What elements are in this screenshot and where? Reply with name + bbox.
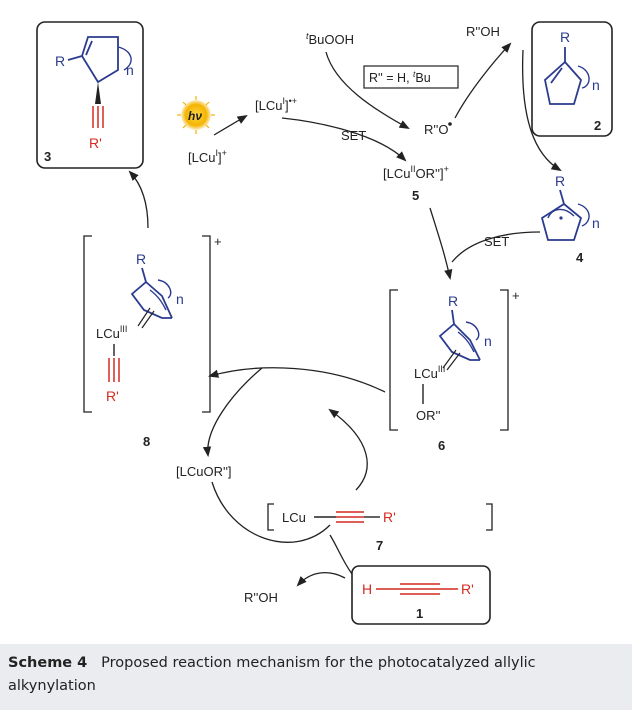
svg-text:R: R bbox=[448, 293, 458, 309]
svg-text:R'' = H, tBu: R'' = H, tBu bbox=[369, 69, 431, 85]
tbuooh-label: tBuOOH bbox=[306, 31, 354, 47]
r-label: R bbox=[55, 53, 65, 69]
svg-text:n: n bbox=[484, 333, 492, 349]
caption-text: Proposed reaction mechanism for the phot… bbox=[8, 655, 536, 694]
compound-number-5: 5 bbox=[412, 188, 419, 203]
n-label: n bbox=[126, 62, 134, 78]
compound-number-6: 6 bbox=[438, 438, 445, 453]
compound-number-7: 7 bbox=[376, 538, 383, 553]
ro-radical-label: R''O bbox=[424, 122, 452, 137]
svg-text:R': R' bbox=[461, 581, 474, 597]
alkene-to-radical-arrow bbox=[521, 49, 562, 172]
compound-number-8: 8 bbox=[143, 434, 150, 449]
hv-light-icon: hν bbox=[177, 96, 215, 134]
svg-text:[LCuI]+: [LCuI]+ bbox=[188, 148, 227, 165]
compound-7: LCu R' 7 bbox=[267, 503, 493, 553]
svg-text:tBuOOH: tBuOOH bbox=[306, 31, 354, 47]
alkyne-entry-arc bbox=[329, 534, 353, 575]
excitation-arrow bbox=[213, 114, 248, 136]
svg-text:n: n bbox=[592, 77, 600, 93]
svg-text:R''O: R''O bbox=[424, 122, 448, 137]
r-prime-label: R' bbox=[89, 135, 102, 151]
tbuooh-to-ro-arrow bbox=[325, 51, 410, 129]
svg-text:[LCuIIOR'']+: [LCuIIOR'']+ bbox=[383, 164, 449, 181]
roh-top-label: R''OH bbox=[466, 24, 500, 39]
svg-text:LCuIII: LCuIII bbox=[414, 364, 445, 381]
roh-release-arrow bbox=[296, 572, 346, 587]
svg-text:R': R' bbox=[383, 509, 396, 525]
compound-number-3: 3 bbox=[44, 149, 51, 164]
svg-text:R: R bbox=[560, 29, 570, 45]
caption-label: Scheme 4 bbox=[8, 655, 88, 671]
svg-text:+: + bbox=[512, 288, 520, 303]
reaction-scheme: R n R' 3 hν [LCuI]+ [LCuI]•+ bbox=[36, 21, 613, 625]
svg-text:H: H bbox=[362, 581, 372, 597]
svg-text:[LCuI]•+: [LCuI]•+ bbox=[255, 96, 297, 113]
compound-number-4: 4 bbox=[576, 250, 584, 265]
intermediate-6: + R n LCuIII OR'' 6 bbox=[389, 288, 520, 453]
lcuor-lower-arc bbox=[211, 481, 331, 543]
lcuor-label: [LCuOR''] bbox=[176, 464, 232, 479]
set-right-label: SET bbox=[484, 234, 509, 249]
lcu-plus-label: [LCuI]+ bbox=[188, 148, 227, 165]
compound-1: H R' 1 bbox=[351, 565, 491, 625]
set-top-label: SET bbox=[341, 128, 366, 143]
transmetalation-arrow bbox=[207, 367, 386, 393]
alkynyl-to-8-arrow bbox=[328, 408, 368, 491]
reductive-elimination-arrow bbox=[128, 170, 149, 229]
svg-text:R: R bbox=[555, 173, 565, 189]
cu2-complex-label: [LCuIIOR'']+ bbox=[383, 164, 449, 181]
compound-3: R n R' 3 bbox=[36, 21, 144, 169]
svg-text:LCuIII: LCuIII bbox=[96, 324, 127, 341]
lcu-to-cu2-arrow bbox=[281, 117, 407, 162]
scheme-caption: Scheme 4 Proposed reaction mechanism for… bbox=[0, 644, 632, 710]
compound-2: R n 2 bbox=[531, 21, 613, 137]
svg-text:n: n bbox=[592, 215, 600, 231]
set-arrow-to-6 bbox=[429, 207, 453, 281]
compound-number-1: 1 bbox=[416, 606, 423, 621]
svg-text:n: n bbox=[176, 291, 184, 307]
ro-to-roh-arrow bbox=[454, 42, 512, 119]
intermediate-8: + R n LCuIII R' 8 bbox=[83, 234, 222, 449]
to-lcuor-arrow bbox=[202, 367, 263, 458]
radical-combination-arrow bbox=[451, 231, 541, 263]
svg-text:LCu: LCu bbox=[282, 510, 306, 525]
lcu-cation-radical-label: [LCuI]•+ bbox=[255, 96, 297, 113]
svg-text:R': R' bbox=[106, 388, 119, 404]
svg-text:OR'': OR'' bbox=[416, 408, 440, 423]
r-definition-box: R'' = H, tBu bbox=[363, 65, 459, 89]
roh-bottom-label: R''OH bbox=[244, 590, 278, 605]
compound-4: R n 4 bbox=[540, 173, 600, 265]
compound-number-2: 2 bbox=[594, 118, 601, 133]
svg-text:R: R bbox=[136, 251, 146, 267]
hv-label: hν bbox=[188, 109, 202, 123]
svg-text:+: + bbox=[214, 234, 222, 249]
